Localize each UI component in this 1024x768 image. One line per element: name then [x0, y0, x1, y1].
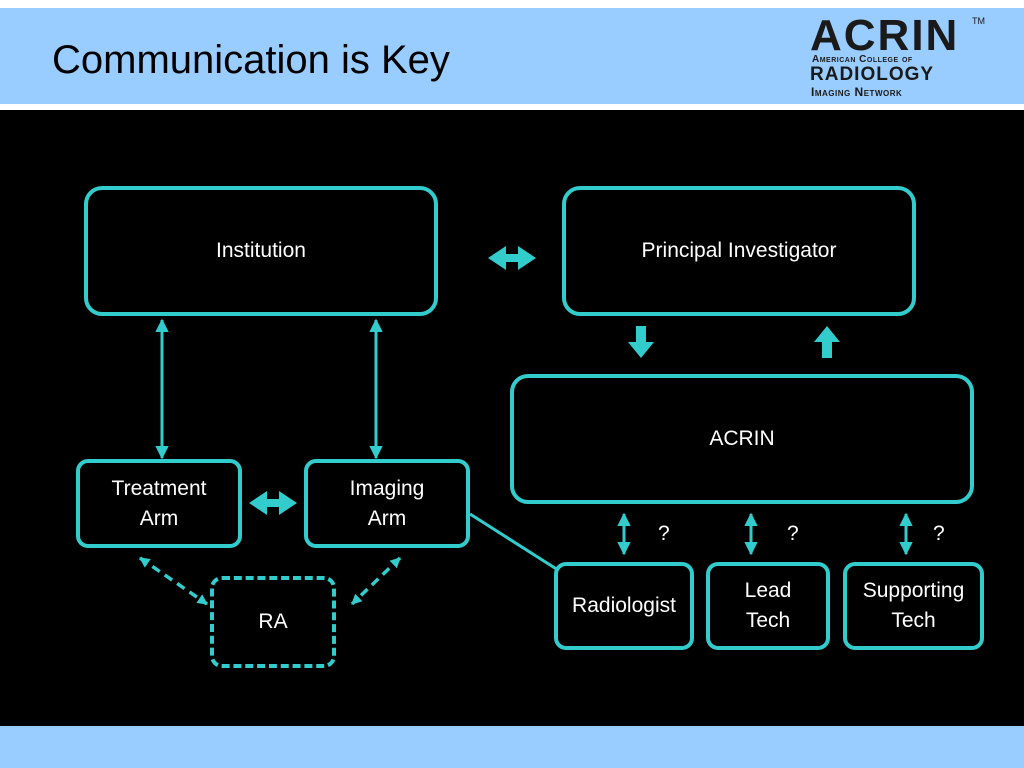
institution-pi-double-arrow: [488, 246, 536, 270]
radiologist-box: Radiologist: [554, 562, 694, 650]
imaging-radiologist-connector: [469, 512, 559, 572]
question-mark-lead-tech: ?: [787, 522, 799, 545]
treatment-arm-label: Treatment Arm: [111, 476, 207, 530]
acrin-box: ACRIN: [510, 374, 974, 504]
acrin-label: ACRIN: [709, 427, 775, 450]
acrin-logo: ACRIN TM American College of RADIOLOGY I…: [808, 14, 988, 100]
logo-trademark: TM: [972, 16, 985, 26]
slide-title: Communication is Key: [52, 38, 450, 82]
imaging-arm-label: Imaging Arm: [349, 476, 425, 530]
pi-to-acrin-arrow: [628, 326, 654, 358]
institution-box: Institution: [84, 186, 438, 316]
logo-main-text: ACRIN: [810, 11, 960, 60]
principal-investigator-label: Principal Investigator: [641, 239, 837, 262]
imaging-arm-box: Imaging Arm: [304, 459, 470, 548]
supporting-tech-label: Supporting Tech: [862, 579, 965, 632]
question-mark-radiologist: ?: [658, 522, 670, 545]
imaging-ra-dashed-arrow: [350, 556, 402, 606]
logo-line-1: American College of: [812, 54, 913, 65]
header-band: [0, 8, 1024, 104]
treatment-ra-dashed-arrow: [139, 556, 208, 606]
lead-tech-box: Lead Tech: [706, 562, 830, 650]
radiologist-label: Radiologist: [572, 594, 676, 617]
principal-investigator-box: Principal Investigator: [562, 186, 916, 316]
question-mark-supporting-tech: ?: [933, 522, 945, 545]
institution-label: Institution: [216, 239, 306, 262]
slide-header: Communication is Key ACRIN TM American C…: [0, 0, 1024, 110]
supporting-tech-box: Supporting Tech: [843, 562, 984, 650]
treatment-imaging-double-arrow: [249, 491, 297, 515]
logo-line-3: Imaging Network: [811, 85, 903, 99]
logo-line-2: RADIOLOGY: [810, 64, 935, 85]
footer-band: [0, 726, 1024, 768]
lead-tech-label: Lead Tech: [744, 579, 792, 632]
acrin-to-pi-arrow: [814, 326, 840, 358]
ra-box: RA: [210, 576, 336, 668]
ra-label: RA: [258, 610, 288, 633]
treatment-arm-box: Treatment Arm: [76, 459, 242, 548]
